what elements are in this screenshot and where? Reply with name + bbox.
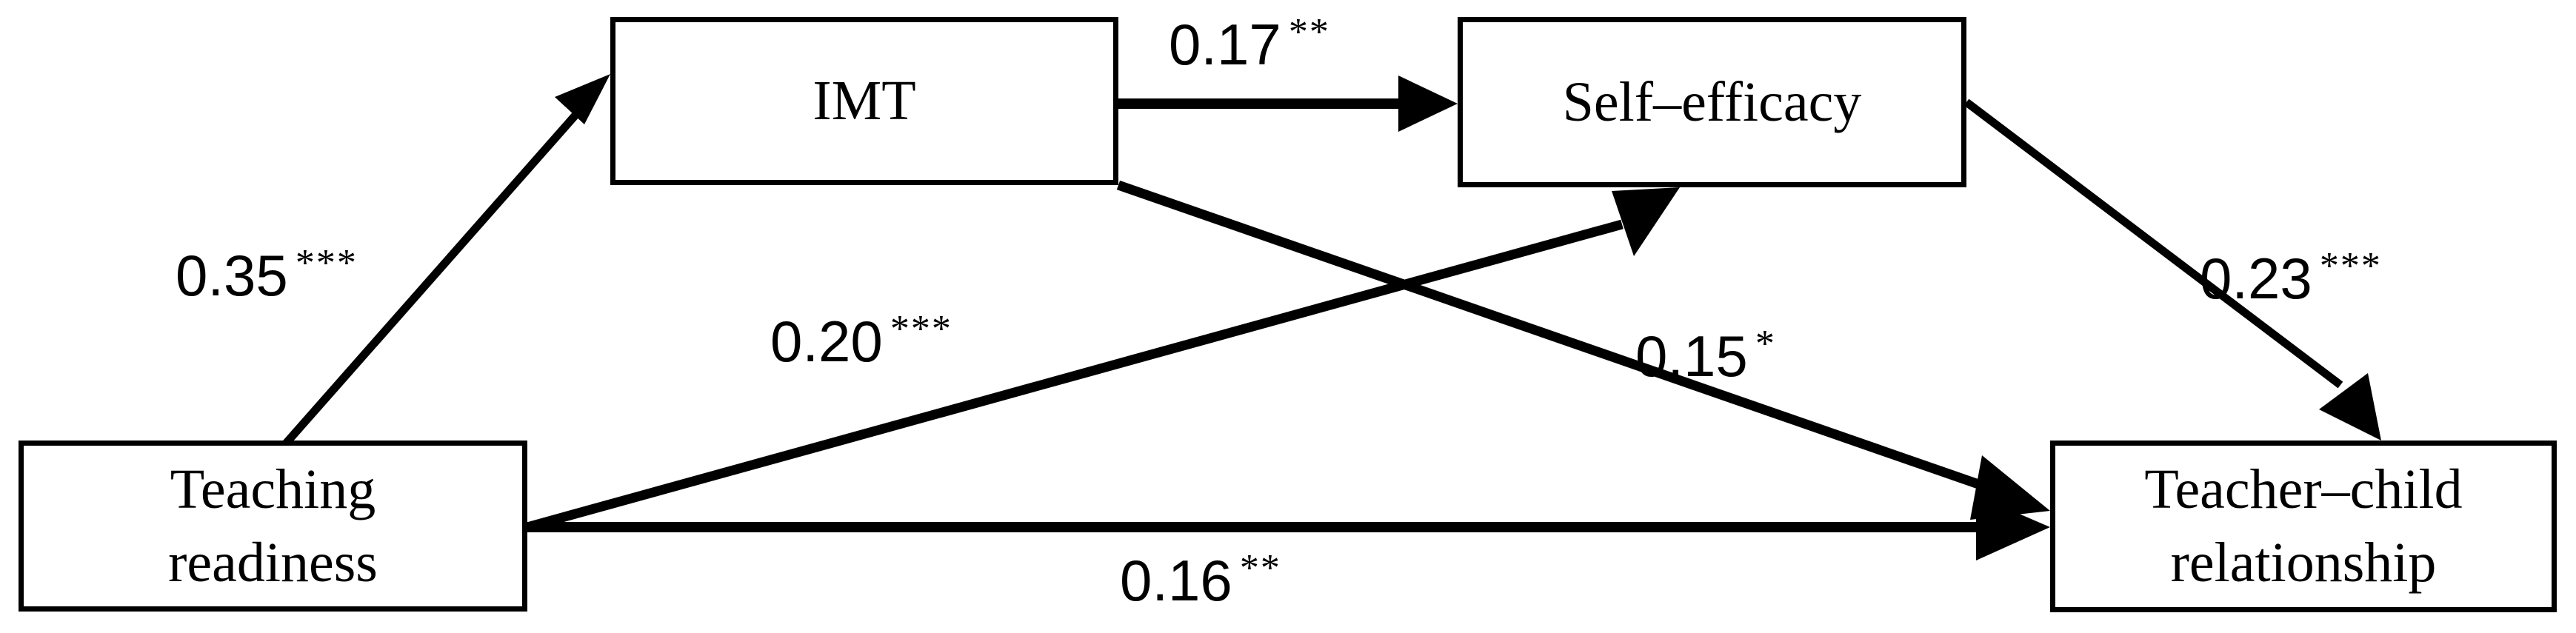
edge-teaching-readiness-to-imt <box>281 74 610 447</box>
edge-label-0-20: 0.20*** <box>770 308 952 371</box>
node-self-efficacy-label: Self–efficacy <box>1562 70 1862 133</box>
edge-teaching-readiness-to-self-efficacy <box>526 187 1680 532</box>
edge-label-0-23: 0.23*** <box>2200 245 2382 308</box>
edge-label-0-15-stars: * <box>1755 323 1776 365</box>
edge-label-0-16-value: 0.16 <box>1120 548 1232 613</box>
edge-label-0-23-stars: *** <box>2319 245 2382 287</box>
edge-label-0-23-value: 0.23 <box>2200 246 2312 311</box>
node-teaching-readiness-label: Teaching readiness <box>168 458 378 594</box>
edge-label-0-35-value: 0.35 <box>176 243 288 308</box>
edge-label-0-20-value: 0.20 <box>770 309 883 374</box>
edge-label-0-15: 0.15* <box>1635 323 1776 386</box>
edge-label-0-35-stars: *** <box>295 242 358 284</box>
node-imt[interactable]: IMT <box>610 17 1118 185</box>
node-teacher-child-relationship[interactable]: Teacher–child relationship <box>2050 441 2557 612</box>
edge-label-0-35: 0.35*** <box>176 242 358 305</box>
node-imt-label: IMT <box>812 70 916 133</box>
node-self-efficacy[interactable]: Self–efficacy <box>1458 17 1966 187</box>
edge-teaching-readiness-to-teacher-child <box>527 495 2050 560</box>
edge-imt-to-self-efficacy <box>1118 76 1458 132</box>
edge-label-0-17-stars: ** <box>1288 11 1330 53</box>
edge-label-0-20-stars: *** <box>890 308 952 350</box>
edge-label-0-16-stars: ** <box>1239 547 1281 589</box>
edge-label-0-17-value: 0.17 <box>1169 12 1281 77</box>
edge-label-0-15-value: 0.15 <box>1635 324 1748 389</box>
node-teacher-child-relationship-label: Teacher–child relationship <box>2144 458 2463 594</box>
edge-label-0-17: 0.17** <box>1169 11 1330 74</box>
node-teaching-readiness[interactable]: Teaching readiness <box>19 441 527 612</box>
edge-self-efficacy-to-teacher-child <box>1963 98 2381 441</box>
edge-label-0-16: 0.16** <box>1120 547 1281 610</box>
